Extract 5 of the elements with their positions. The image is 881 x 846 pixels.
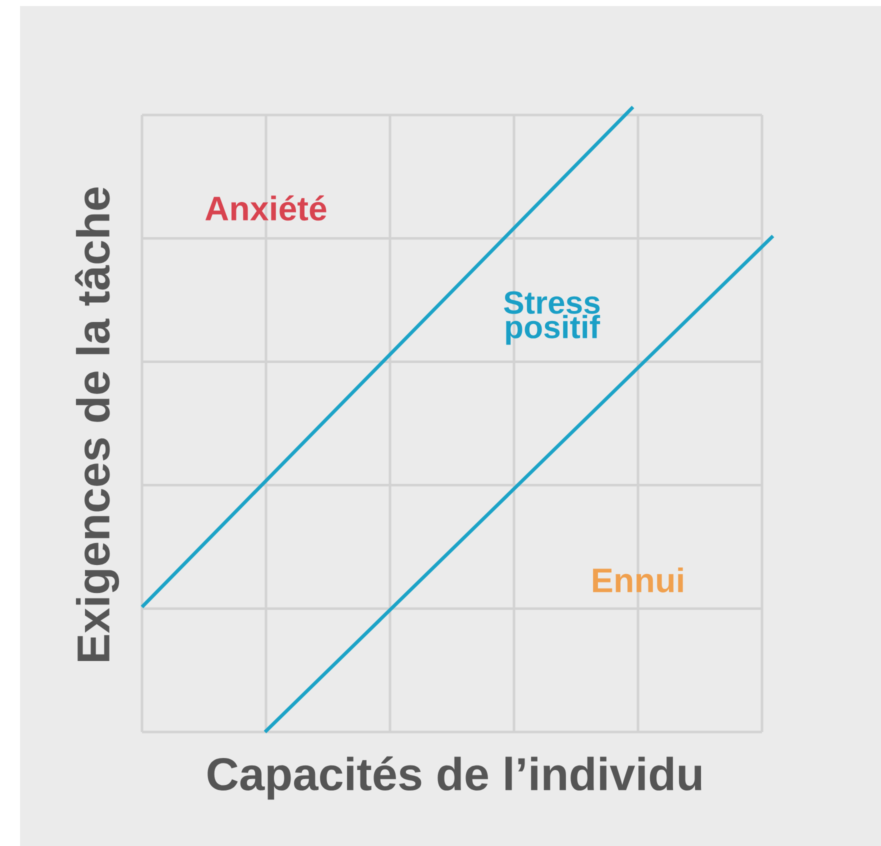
zone-label: Ennui — [593, 568, 683, 592]
axis-title: Exigences de la tâche — [74, 188, 120, 661]
zone-label: Anxiété — [205, 195, 326, 221]
zone-label: Stress positif — [504, 291, 600, 345]
axis-title: Capacités de l’individu — [208, 756, 702, 800]
